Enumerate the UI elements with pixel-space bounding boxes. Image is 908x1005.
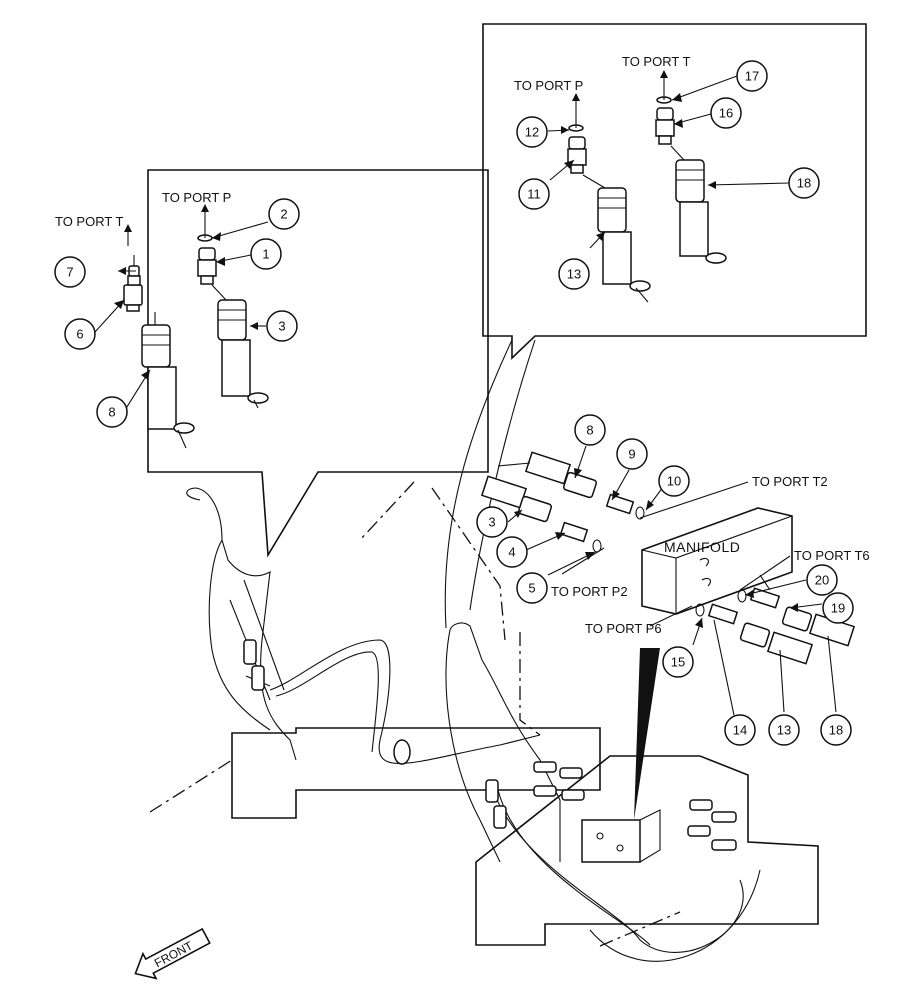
callout-5: 5 xyxy=(516,572,548,604)
svg-text:14: 14 xyxy=(733,723,747,738)
manifold-block xyxy=(641,507,793,615)
svg-text:11: 11 xyxy=(527,187,541,202)
svg-text:17: 17 xyxy=(745,69,759,84)
label-to-port-t-left: TO PORT T xyxy=(55,214,123,229)
svg-text:7: 7 xyxy=(66,265,73,280)
svg-text:13: 13 xyxy=(567,267,581,282)
svg-text:9: 9 xyxy=(628,447,635,462)
label-to-port-t-right: TO PORT T xyxy=(622,54,690,69)
svg-text:3: 3 xyxy=(278,319,285,334)
callout-20: 20 xyxy=(806,564,838,596)
callout-13-exploded: 13 xyxy=(768,714,800,746)
hose-18-detail xyxy=(655,70,727,264)
label-to-port-p-left: TO PORT P xyxy=(162,190,231,205)
svg-text:18: 18 xyxy=(829,723,843,738)
svg-text:5: 5 xyxy=(528,581,535,596)
label-to-port-p6: TO PORT P6 xyxy=(585,621,662,636)
callout-8-exploded: 8 xyxy=(574,414,606,446)
label-to-port-p2: TO PORT P2 xyxy=(551,584,628,599)
callout-15: 15 xyxy=(662,646,694,678)
callout-9: 9 xyxy=(616,438,648,470)
callout-2: 2 xyxy=(268,198,300,230)
svg-text:3: 3 xyxy=(488,515,495,530)
front-direction-arrow: FRONT xyxy=(134,927,211,980)
hose-3-exploded xyxy=(480,475,602,553)
svg-text:16: 16 xyxy=(719,106,733,121)
callout-1: 1 xyxy=(250,238,282,270)
label-to-port-p-right: TO PORT P xyxy=(514,78,583,93)
hose-3-detail xyxy=(197,228,269,409)
svg-text:10: 10 xyxy=(667,474,681,489)
callout-3-exploded: 3 xyxy=(476,506,508,538)
callout-13-right-box: 13 xyxy=(558,258,590,290)
svg-text:12: 12 xyxy=(525,125,539,140)
hose-8-exploded xyxy=(497,451,645,520)
svg-text:20: 20 xyxy=(815,573,829,588)
callout-3-left: 3 xyxy=(266,310,298,342)
callout-8-left: 8 xyxy=(96,396,128,428)
label-to-port-t6: TO PORT T6 xyxy=(794,548,870,563)
svg-text:19: 19 xyxy=(831,601,845,616)
hose-8-detail xyxy=(123,255,195,449)
svg-text:8: 8 xyxy=(586,423,593,438)
left-detail-inset xyxy=(94,169,489,558)
svg-text:4: 4 xyxy=(508,545,515,560)
callout-6: 6 xyxy=(64,318,96,350)
right-detail-inset xyxy=(482,23,867,360)
svg-text:6: 6 xyxy=(76,327,83,342)
svg-text:18: 18 xyxy=(797,176,811,191)
svg-text:15: 15 xyxy=(671,655,685,670)
callout-12: 12 xyxy=(516,116,548,148)
callout-18-exploded: 18 xyxy=(820,714,852,746)
callout-16: 16 xyxy=(710,97,742,129)
svg-text:1: 1 xyxy=(262,247,269,262)
console-right xyxy=(431,487,819,947)
label-to-port-t2: TO PORT T2 xyxy=(752,474,828,489)
svg-text:8: 8 xyxy=(108,405,115,420)
console-left xyxy=(149,481,601,819)
callout-10: 10 xyxy=(658,465,690,497)
hose-13-detail xyxy=(567,93,651,303)
callout-11: 11 xyxy=(518,178,550,210)
hose-routing xyxy=(269,639,761,962)
callout-7: 7 xyxy=(54,256,86,288)
callout-4: 4 xyxy=(496,536,528,568)
callout-18-right-box: 18 xyxy=(788,167,820,199)
callout-19: 19 xyxy=(822,592,854,624)
callout-14: 14 xyxy=(724,714,756,746)
svg-text:13: 13 xyxy=(777,723,791,738)
console-fittings xyxy=(243,639,737,863)
svg-text:2: 2 xyxy=(280,207,287,222)
callout-17: 17 xyxy=(736,60,768,92)
label-manifold: MANIFOLD xyxy=(664,539,740,555)
